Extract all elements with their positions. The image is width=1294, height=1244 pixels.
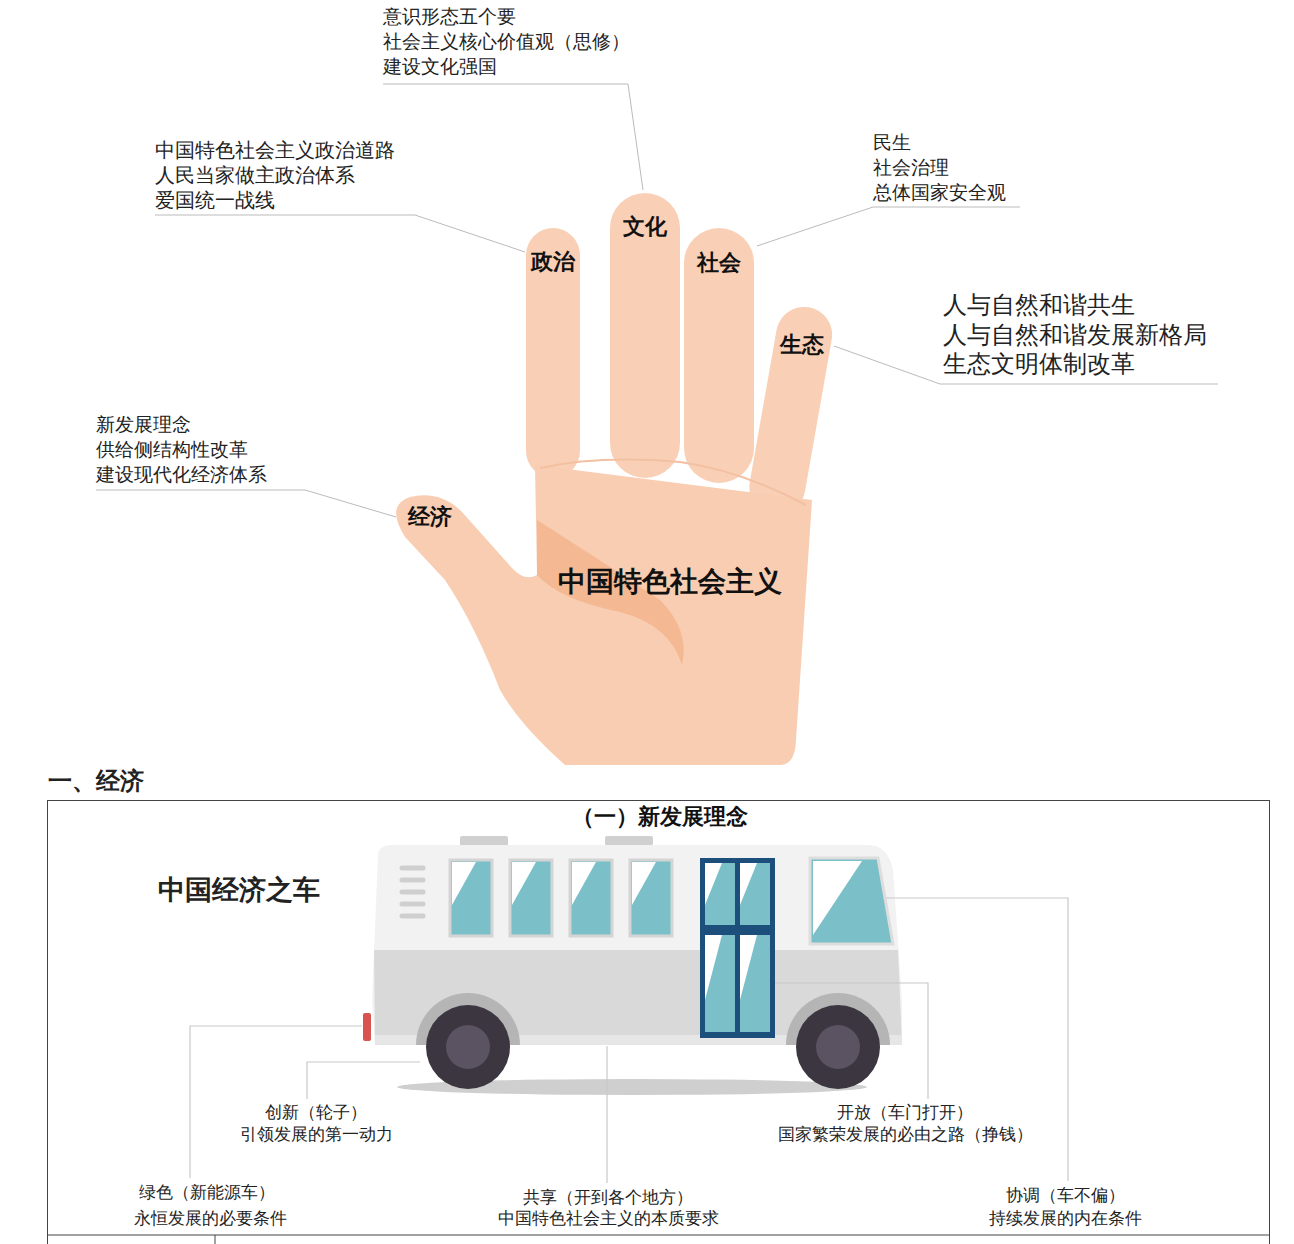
thumb-node: 经济 bbox=[405, 503, 455, 530]
finger-label: 政治 bbox=[531, 249, 575, 274]
window-glare bbox=[740, 863, 757, 905]
ring-finger bbox=[684, 228, 754, 483]
tail-light bbox=[363, 1013, 371, 1041]
callout-text: 爱国统一战线 bbox=[155, 189, 275, 212]
door-pane bbox=[740, 935, 770, 1032]
section-box: （一）新发展理念 bbox=[47, 800, 1270, 1244]
window-glare bbox=[512, 862, 536, 905]
callout-text: 人与自然和谐共生 bbox=[943, 292, 1135, 320]
callout-text: 共享（开到各个地方） bbox=[523, 1188, 693, 1208]
window-glare bbox=[740, 935, 757, 1000]
callout-text: 社会主义核心价值观（思修） bbox=[383, 31, 630, 53]
bus-window bbox=[630, 860, 672, 936]
callout-text: 供给侧结构性改革 bbox=[96, 439, 248, 461]
leader-line bbox=[775, 983, 928, 1099]
wheel bbox=[426, 1005, 510, 1089]
callout-text: 生态文明体制改革 bbox=[943, 351, 1135, 379]
callout-text: 协调（车不偏） bbox=[1006, 1186, 1125, 1206]
finger-node: 政治 bbox=[528, 248, 578, 275]
finger-node: 生态 bbox=[777, 331, 827, 358]
callout-text: 中国特色社会主义的本质要求 bbox=[498, 1209, 719, 1229]
leader-line bbox=[383, 84, 643, 190]
figure-title: 中国经济之车 bbox=[158, 874, 320, 905]
bus-window bbox=[570, 860, 612, 936]
window-glare bbox=[572, 862, 596, 905]
window-glare bbox=[813, 861, 862, 935]
door-pane bbox=[740, 863, 770, 925]
middle-finger bbox=[610, 193, 680, 478]
callout-text: 建设现代化经济体系 bbox=[96, 464, 267, 486]
leader-line bbox=[834, 346, 1218, 384]
vent bbox=[402, 890, 423, 895]
vent bbox=[402, 914, 423, 919]
callout-text: 建设文化强国 bbox=[383, 56, 497, 78]
callout-text: 民生 bbox=[873, 132, 911, 154]
door-pane bbox=[705, 863, 735, 925]
finger-label: 生态 bbox=[780, 332, 824, 357]
wheel-hub bbox=[446, 1025, 490, 1069]
leader-line bbox=[96, 490, 396, 517]
window-glare bbox=[705, 863, 722, 905]
leader-line bbox=[190, 1026, 362, 1178]
section-heading: 一、经济 bbox=[48, 767, 144, 795]
callout-text: 人与自然和谐发展新格局 bbox=[943, 322, 1207, 350]
front-window bbox=[810, 858, 893, 944]
callout-text: 创新（轮子） bbox=[265, 1103, 367, 1123]
window-glare bbox=[452, 862, 476, 905]
callout-text: 人民当家做主政治体系 bbox=[155, 164, 355, 187]
vent bbox=[402, 878, 423, 883]
vent bbox=[402, 902, 423, 907]
window-glare bbox=[632, 862, 656, 905]
wheel-hub bbox=[816, 1025, 860, 1069]
callout-text: 持续发展的内在条件 bbox=[989, 1209, 1142, 1229]
callout-text: 引领发展的第一动力 bbox=[240, 1125, 393, 1145]
bus-door bbox=[700, 858, 775, 1038]
window-glare bbox=[705, 935, 722, 1000]
door-pane bbox=[705, 935, 735, 1032]
leader-line bbox=[757, 207, 1020, 246]
callout-text: 永恒发展的必要条件 bbox=[134, 1209, 287, 1229]
little-finger bbox=[745, 302, 837, 519]
box-title: （一）新发展理念 bbox=[572, 804, 748, 829]
finger-label: 文化 bbox=[623, 214, 667, 239]
callout-text: 新发展理念 bbox=[96, 414, 191, 436]
roof-unit bbox=[460, 836, 508, 846]
roof-unit bbox=[605, 836, 653, 846]
leader-line bbox=[155, 215, 525, 252]
callout-text: 绿色（新能源车） bbox=[139, 1183, 275, 1203]
index-finger bbox=[526, 228, 580, 478]
finger-node: 文化 bbox=[620, 213, 670, 240]
callout-text: 总体国家安全观 bbox=[873, 182, 1006, 204]
finger-label: 社会 bbox=[697, 250, 741, 275]
callout-text: 中国特色社会主义政治道路 bbox=[155, 139, 395, 162]
table-rule bbox=[215, 1235, 216, 1244]
table-rule bbox=[47, 1235, 1270, 1236]
callout-text: 社会治理 bbox=[873, 157, 949, 179]
palm-text: 中国特色社会主义 bbox=[558, 566, 782, 598]
bus-window bbox=[450, 860, 492, 936]
callout-text: 意识形态五个要 bbox=[383, 6, 516, 28]
finger-node: 社会 bbox=[694, 249, 744, 276]
callout-text: 国家繁荣发展的必由之路（挣钱） bbox=[778, 1125, 1033, 1145]
leader-line bbox=[606, 1046, 607, 1183]
hand-node: 中国特色社会主义 政治 文化社会生态经济 bbox=[392, 188, 837, 765]
vent bbox=[402, 866, 423, 871]
palm bbox=[396, 465, 812, 765]
bus-window bbox=[510, 860, 552, 936]
finger-label: 经济 bbox=[408, 504, 452, 529]
wheel bbox=[796, 1005, 880, 1089]
callout-text: 开放（车门打开） bbox=[837, 1103, 973, 1123]
finger-crease bbox=[540, 460, 806, 505]
leader-line bbox=[307, 1062, 420, 1099]
